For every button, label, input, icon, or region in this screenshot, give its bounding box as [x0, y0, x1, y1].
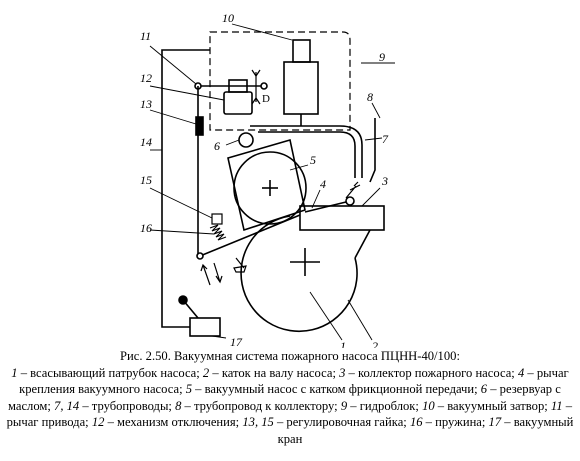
vacuum-gate-10-cap [292, 39, 311, 63]
caption-item-text: – рычаг привода; [6, 398, 573, 430]
caption-item-number: 1 [11, 365, 18, 380]
caption-item-text: – гидроблок; [347, 398, 423, 413]
figure-caption: Рис. 2.50. Вакуумная система пожарного н… [4, 348, 576, 448]
label-14: 14 [140, 135, 152, 149]
caption-item-text: – вакуумный кран [277, 415, 574, 446]
label-15: 15 [140, 173, 152, 187]
caption-item-text: – трубопроводы; [79, 398, 176, 413]
lever-4 [304, 201, 347, 213]
label-4: 4 [320, 177, 326, 191]
spring-16 [199, 214, 301, 257]
label-17: 17 [230, 335, 243, 348]
vacuum-tap-17 [189, 317, 221, 337]
caption-item-number: 4 [517, 365, 525, 380]
pipeline-7 [250, 125, 363, 178]
label-6: 6 [214, 139, 220, 153]
caption-item-number: 8 [175, 398, 182, 413]
caption-item-text: – резервуар с маслом; [7, 382, 561, 413]
caption-item-number: 13, 15 [242, 415, 274, 430]
vacuum-system-diagram: 10 9 8 7 11 12 13 14 15 16 6 5 4 3 1 2 1… [140, 11, 395, 348]
caption-item-text: – всасывающий патрубок насоса; [17, 365, 203, 380]
caption-item-number: 7, 14 [54, 398, 80, 413]
caption-item-number: 9 [340, 398, 348, 413]
caption-item-number: 17 [488, 415, 502, 430]
oil-reservoir-6 [238, 132, 254, 148]
pump-roller-2 [240, 215, 358, 333]
caption-item-text: – механизм отключения; [104, 415, 243, 430]
label-9: 9 [379, 50, 385, 64]
caption-item-number: 11 [550, 398, 563, 413]
caption-item-number: 6 [480, 382, 488, 397]
adjusting-nut-13 [195, 116, 204, 136]
pump-collector-3 [299, 205, 385, 231]
label-d: D [262, 93, 270, 105]
label-2: 2 [372, 339, 378, 348]
caption-item-text: – трубопровод к коллектору; [181, 398, 341, 413]
label-7: 7 [382, 132, 389, 146]
label-10: 10 [222, 11, 234, 25]
caption-title: Рис. 2.50. Вакуумная система пожарного н… [120, 349, 460, 363]
label-3: 3 [381, 174, 388, 188]
vacuum-gate-10 [283, 61, 319, 115]
caption-item-text: – вакуумный затвор; [434, 398, 551, 413]
caption-item-text: – рычаг крепления вакуумного насоса; [19, 365, 569, 397]
caption-item-text: – каток на валу насоса; [209, 365, 340, 380]
caption-item-number: 12 [91, 415, 105, 430]
label-11: 11 [140, 29, 151, 43]
caption-item-number: 5 [185, 382, 193, 397]
caption-item-text: – регулировочная гайка; [273, 415, 410, 430]
label-1: 1 [340, 339, 346, 348]
caption-item-number: 10 [422, 398, 435, 413]
label-5: 5 [310, 153, 316, 167]
pipeline-8 [369, 118, 376, 183]
label-16: 16 [140, 221, 152, 235]
caption-item-number: 2 [202, 365, 210, 380]
caption-item-number: 3 [339, 365, 346, 380]
label-8: 8 [367, 90, 373, 104]
shutoff-mechanism-12 [223, 91, 253, 115]
pipeline-14-bottom [161, 290, 190, 328]
vacuum-pump-5 [227, 138, 306, 232]
label-13: 13 [140, 97, 152, 111]
caption-item-text: – коллектор пожарного насоса; [345, 365, 518, 380]
adjusting-nut-15 [211, 213, 223, 225]
caption-item-text: – вакуумный насос с катком фрикционной п… [192, 382, 481, 397]
label-12: 12 [140, 71, 152, 85]
hydroblock-9 [209, 31, 351, 131]
caption-item-number: 16 [409, 415, 423, 430]
pipeline-14 [161, 49, 210, 290]
caption-legend: 1 – всасывающий патрубок насоса; 2 – кат… [4, 365, 576, 448]
caption-item-text: – пружина; [422, 415, 489, 430]
